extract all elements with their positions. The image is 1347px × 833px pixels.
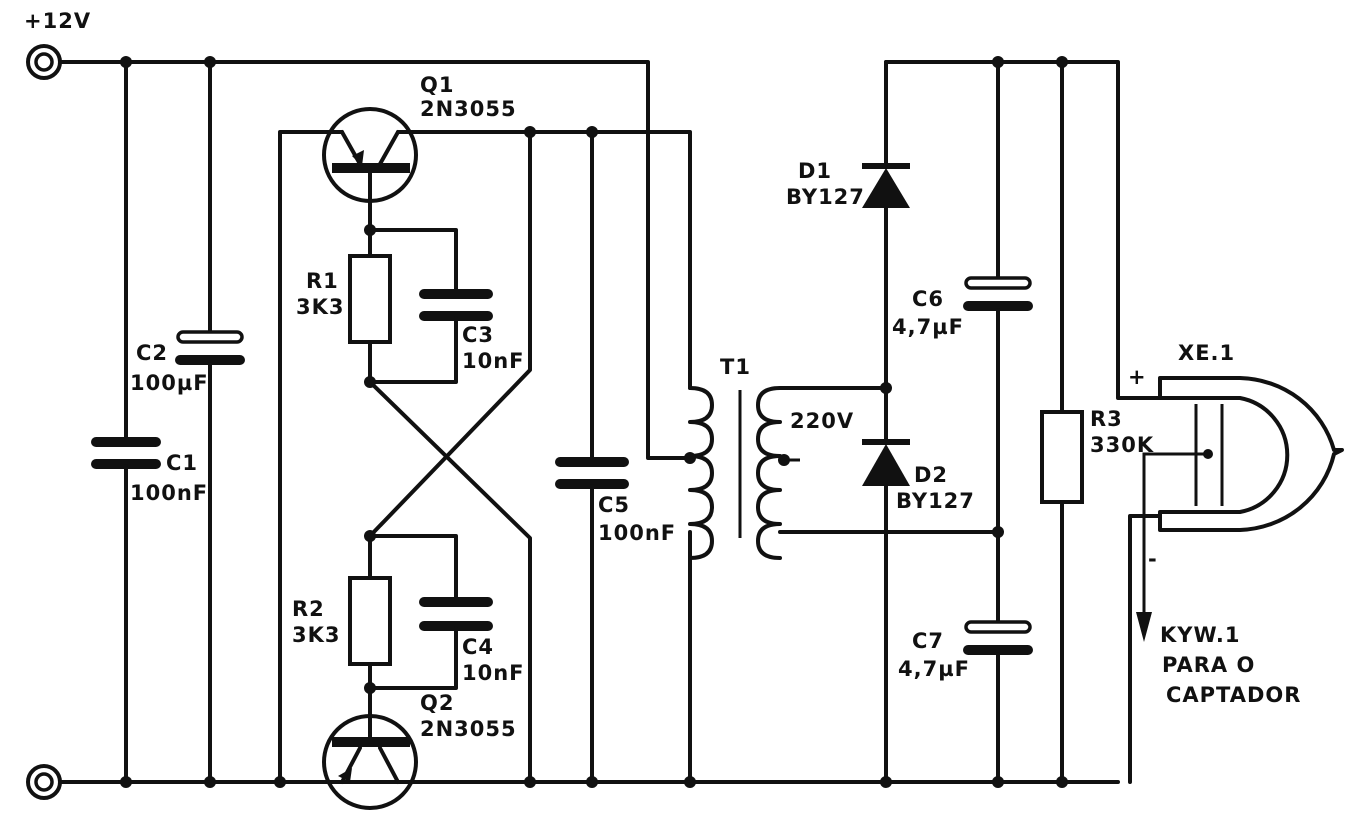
c4-value-label: 10nF <box>462 661 525 685</box>
r3-ref-label: R3 <box>1090 407 1123 431</box>
diode-d2 <box>862 386 910 784</box>
xe1-plus-label: + <box>1128 365 1147 389</box>
xe1-ref-label: XE.1 <box>1178 341 1235 365</box>
t1-value-label: 220V <box>790 409 854 433</box>
diode-d1 <box>862 60 910 390</box>
xenon-tube-xe1 <box>1128 376 1344 784</box>
kyw1-line2-label: PARA O <box>1162 653 1255 677</box>
c5-value-label: 100nF <box>598 521 676 545</box>
supply-voltage-label: +12V <box>24 9 91 33</box>
q1-ref-label: Q1 <box>420 73 454 97</box>
r1-value-label: 3K3 <box>296 295 345 319</box>
r1-ref-label: R1 <box>306 269 339 293</box>
capacitor-c5 <box>555 130 629 784</box>
c2-ref-label: C2 <box>136 341 168 365</box>
d1-value-label: BY127 <box>786 185 865 209</box>
q1-value-label: 2N3055 <box>420 97 517 121</box>
r2-value-label: 3K3 <box>292 623 341 647</box>
q2-ref-label: Q2 <box>420 691 454 715</box>
c7-value-label: 4,7µF <box>898 657 970 681</box>
supply-terminal-ground <box>26 764 62 800</box>
c1-value-label: 100nF <box>130 481 208 505</box>
c7-ref-label: C7 <box>912 629 944 653</box>
q2-value-label: 2N3055 <box>420 717 517 741</box>
transistor-q1 <box>278 107 692 784</box>
trigger-output-arrow <box>1136 540 1152 642</box>
resistor-r2 <box>348 534 392 718</box>
kyw1-line3-label: CAPTADOR <box>1166 683 1301 707</box>
d1-ref-label: D1 <box>798 159 832 183</box>
capacitor-c3 <box>368 228 493 384</box>
capacitor-c6 <box>963 60 1033 534</box>
right-top-rail <box>884 60 1162 400</box>
d2-ref-label: D2 <box>914 463 948 487</box>
transistor-q2 <box>322 714 418 810</box>
resistor-r1 <box>348 228 392 384</box>
c6-value-label: 4,7µF <box>892 315 964 339</box>
r2-ref-label: R2 <box>292 597 325 621</box>
c1-ref-label: C1 <box>166 451 198 475</box>
c3-ref-label: C3 <box>462 323 494 347</box>
capacitor-c7 <box>963 530 1033 784</box>
kyw1-ref-label: KYW.1 <box>1160 623 1241 647</box>
top-rail <box>58 60 692 460</box>
t1-ref-label: T1 <box>720 355 751 379</box>
c4-ref-label: C4 <box>462 635 494 659</box>
resistor-r3 <box>1040 60 1084 784</box>
xe1-minus-label: - <box>1148 547 1158 571</box>
supply-terminal-positive <box>26 44 62 80</box>
c3-value-label: 10nF <box>462 349 525 373</box>
transformer-t1 <box>688 386 1000 784</box>
capacitor-c1 <box>91 60 161 784</box>
cross-coupling-wires <box>368 130 532 784</box>
d2-value-label: BY127 <box>896 489 975 513</box>
junction-dots <box>120 56 1068 788</box>
c2-value-label: 100µF <box>130 371 209 395</box>
c5-ref-label: C5 <box>598 493 630 517</box>
capacitor-c4 <box>368 534 493 690</box>
c6-ref-label: C6 <box>912 287 944 311</box>
capacitor-c2 <box>175 60 245 784</box>
